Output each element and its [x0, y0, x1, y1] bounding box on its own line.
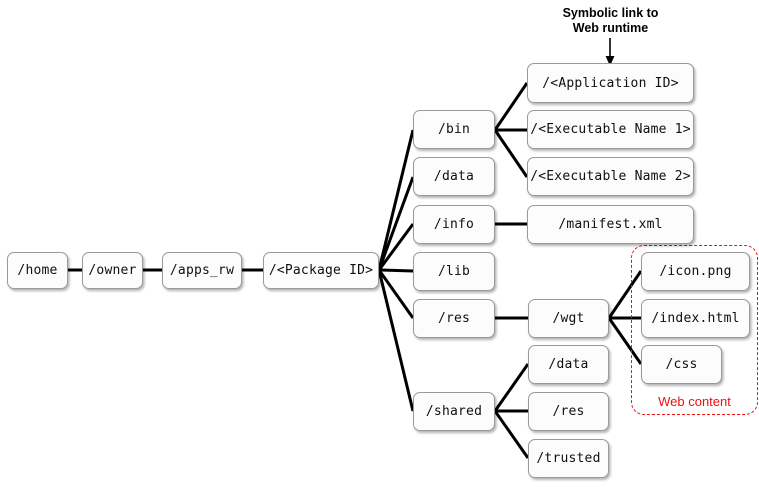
node-data[interactable]: /data — [413, 157, 495, 196]
edge-shared-to-sdata — [493, 363, 530, 412]
group-label-web-content: Web content — [658, 394, 731, 409]
node-apps_rw[interactable]: /apps_rw — [162, 252, 242, 289]
node-info[interactable]: /info — [413, 205, 495, 244]
node-owner[interactable]: /owner — [82, 252, 143, 289]
edge-packageid-to-data — [377, 176, 415, 271]
edge-shared-to-strusted — [493, 410, 530, 459]
node-shared[interactable]: /shared — [413, 392, 495, 431]
node-home[interactable]: /home — [7, 252, 68, 289]
node-lib[interactable]: /lib — [413, 252, 495, 291]
node-packageid[interactable]: /<Package ID> — [263, 252, 379, 289]
node-appid[interactable]: /<Application ID> — [527, 63, 694, 103]
node-sres[interactable]: /res — [528, 392, 609, 431]
annotation-symbolic-link-note: Symbolic link to Web runtime — [562, 6, 659, 36]
edge-packageid-to-shared — [377, 269, 415, 412]
node-sdata[interactable]: /data — [528, 345, 609, 384]
node-bin[interactable]: /bin — [413, 110, 495, 149]
node-exec1[interactable]: /<Executable Name 1> — [527, 110, 694, 149]
node-res[interactable]: /res — [413, 299, 495, 338]
node-strusted[interactable]: /trusted — [528, 439, 609, 478]
edge-bin-to-exec2 — [493, 129, 529, 178]
node-indexhtml[interactable]: /index.html — [641, 299, 750, 338]
node-manifest[interactable]: /manifest.xml — [527, 205, 694, 244]
edge-packageid-to-info — [377, 223, 415, 271]
node-css[interactable]: /css — [641, 345, 722, 384]
edge-packageid-to-bin — [377, 129, 415, 271]
node-wgt[interactable]: /wgt — [528, 299, 609, 338]
edge-packageid-to-lib — [378, 268, 414, 273]
edge-packageid-to-res — [377, 269, 415, 319]
node-exec2[interactable]: /<Executable Name 2> — [527, 157, 694, 196]
node-iconpng[interactable]: /icon.png — [641, 252, 750, 291]
edge-bin-to-appid — [493, 82, 529, 131]
